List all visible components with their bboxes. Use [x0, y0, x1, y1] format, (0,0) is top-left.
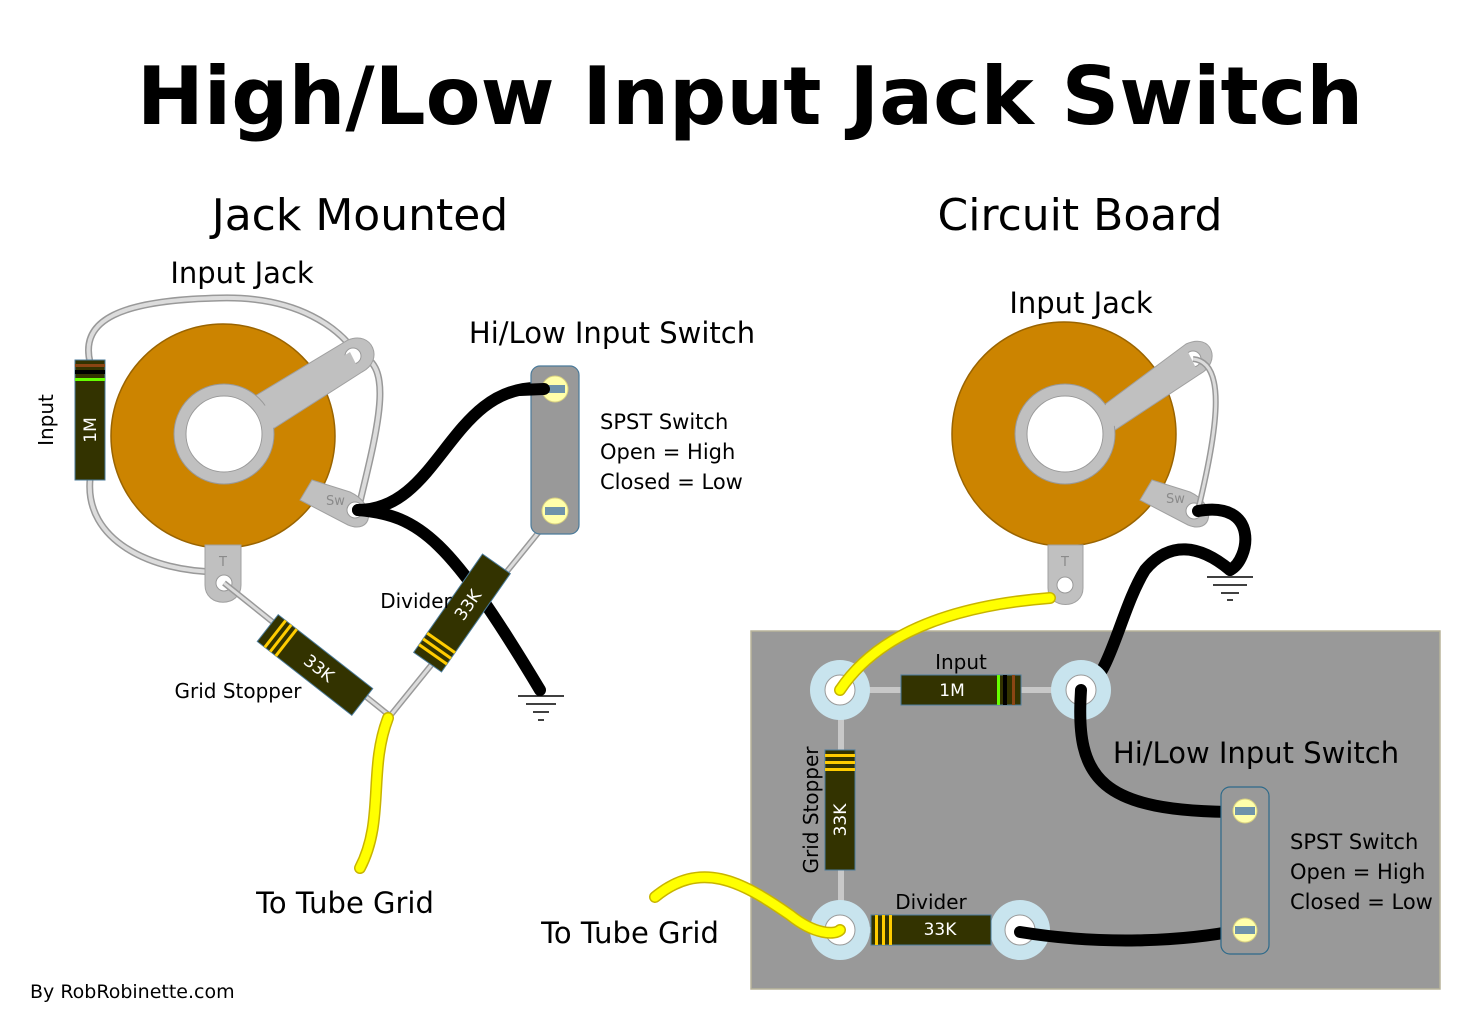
cb-grid-stopper-resistor: 33K [824, 749, 856, 871]
grid-stopper-label: Grid Stopper [174, 679, 302, 703]
hi-low-switch-label: Hi/Low Input Switch [469, 316, 755, 350]
jack-mounted-heading: Jack Mounted [209, 190, 509, 241]
cb-grid-stopper-label: Grid Stopper [799, 746, 823, 874]
circuit-board-section: Circuit Board Input Jack S Sw T [540, 190, 1441, 990]
cb-input-resistor-value: 1M [939, 681, 964, 701]
cb-switch-lug-label: Sw [1166, 492, 1185, 507]
circuit-board-jack-label: Input Jack [1009, 286, 1153, 320]
divider-label: Divider [380, 589, 452, 613]
cb-divider-resistor: 33K [870, 914, 992, 946]
cb-ground-symbol-icon [1207, 576, 1253, 601]
credit: By RobRobinette.com [30, 981, 235, 1003]
cb-input-resistor: 1M [900, 674, 1022, 706]
switch-note-1: SPST Switch [600, 410, 728, 434]
jack-hole [185, 395, 263, 473]
cb-spst-switch[interactable] [1220, 786, 1270, 955]
cb-input-resistor-label: Input [935, 650, 987, 674]
cb-switch-note-3: Closed = Low [1290, 890, 1433, 914]
jack-mounted-section: Jack Mounted Input Jack S Sw T [34, 190, 755, 920]
cb-divider-label: Divider [895, 890, 967, 914]
cb-to-tube-grid-label: To Tube Grid [540, 916, 719, 950]
grid-stopper-resistor: 33K [256, 613, 374, 717]
input-resistor: 1M [74, 359, 106, 481]
switch-note-3: Closed = Low [600, 470, 743, 494]
switch-note-2: Open = High [600, 440, 735, 464]
cb-switch-lug: Sw [1139, 479, 1209, 528]
diagram-title: High/Low Input Jack Switch [137, 50, 1363, 143]
switch-lug: Sw [299, 479, 369, 528]
cb-switch-note-2: Open = High [1290, 860, 1425, 884]
cb-divider-to-switch-wire [1014, 924, 1246, 947]
input-resistor-label: Input [34, 394, 58, 446]
cb-hi-low-switch-label: Hi/Low Input Switch [1113, 736, 1399, 770]
ground-wire [352, 504, 546, 696]
jack-mounted-jack-label: Input Jack [170, 256, 314, 290]
cb-pad-to-switch-wire [1074, 684, 1246, 818]
spst-switch[interactable] [530, 365, 580, 535]
cb-divider-value: 33K [924, 920, 958, 940]
divider-resistor: 33K [412, 553, 512, 673]
cb-grid-stopper-value: 33K [831, 803, 851, 837]
tip-lug-label: T [218, 555, 227, 570]
switch-lug-label: Sw [326, 494, 345, 509]
cb-tip-lug: T [1047, 544, 1084, 605]
circuit-board-heading: Circuit Board [938, 190, 1223, 241]
cb-tip-lug-label: T [1060, 555, 1069, 570]
cb-switch-note-1: SPST Switch [1290, 830, 1418, 854]
input-resistor-value: 1M [81, 417, 101, 442]
ground-symbol-icon [518, 695, 564, 721]
to-tube-grid-label: To Tube Grid [255, 886, 434, 920]
switch-wire [352, 381, 546, 516]
